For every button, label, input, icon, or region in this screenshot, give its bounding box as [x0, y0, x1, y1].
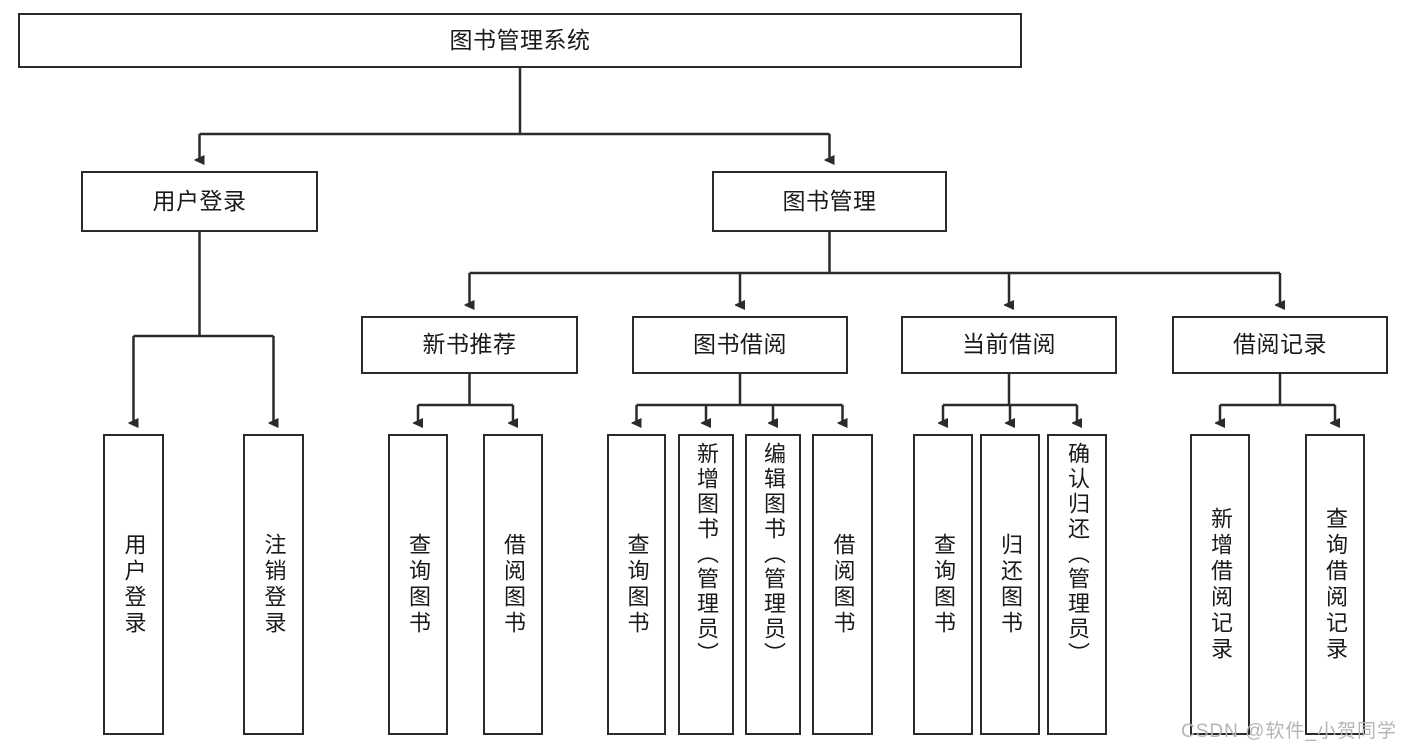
node-book-borrow[interactable]: 图书借阅 — [632, 316, 848, 374]
node-label: 当前借阅 — [962, 331, 1056, 358]
node-label: 用户登录 — [121, 532, 147, 637]
node-label: 新书推荐 — [422, 331, 517, 358]
node-leaf-borrow-book-1[interactable]: 借阅图书 — [483, 434, 543, 735]
node-label: 查询图书 — [624, 532, 650, 637]
node-leaf-edit-book[interactable]: 编辑图书（管理员） — [745, 434, 801, 735]
node-label: 新增图书（管理员） — [694, 442, 719, 667]
node-book-manage[interactable]: 图书管理 — [712, 171, 947, 232]
node-label: 图书管理 — [782, 187, 877, 214]
node-label: 注销登录 — [261, 532, 287, 637]
node-leaf-add-record[interactable]: 新增借阅记录 — [1190, 434, 1250, 735]
node-label: 图书管理系统 — [449, 26, 591, 53]
node-leaf-query-book-2[interactable]: 查询图书 — [607, 434, 666, 735]
node-current-borrow[interactable]: 当前借阅 — [901, 316, 1117, 374]
node-new-book-rec[interactable]: 新书推荐 — [361, 316, 578, 374]
node-label: 归还图书 — [998, 532, 1023, 637]
node-label: 新增借阅记录 — [1208, 506, 1233, 663]
node-leaf-user-logout[interactable]: 注销登录 — [243, 434, 304, 735]
node-label: 借阅图书 — [830, 532, 856, 637]
node-label: 借阅记录 — [1233, 331, 1327, 358]
node-leaf-confirm-return[interactable]: 确认归还（管理员） — [1047, 434, 1107, 735]
node-label: 查询图书 — [931, 532, 956, 637]
node-user-login[interactable]: 用户登录 — [81, 171, 318, 232]
node-label: 图书借阅 — [693, 331, 787, 358]
node-label: 借阅图书 — [501, 532, 526, 637]
node-label: 用户登录 — [152, 187, 247, 214]
node-label: 编辑图书（管理员） — [761, 442, 786, 667]
node-label: 查询图书 — [406, 532, 431, 637]
watermark-label: CSDN @软件_小贺同学 — [1181, 721, 1397, 742]
node-leaf-borrow-book-2[interactable]: 借阅图书 — [812, 434, 873, 735]
node-root[interactable]: 图书管理系统 — [18, 13, 1022, 68]
node-leaf-add-book[interactable]: 新增图书（管理员） — [678, 434, 734, 735]
node-label: 确认归还（管理员） — [1065, 442, 1090, 667]
node-borrow-record[interactable]: 借阅记录 — [1172, 316, 1388, 374]
node-leaf-user-login[interactable]: 用户登录 — [103, 434, 164, 735]
node-leaf-query-book-3[interactable]: 查询图书 — [913, 434, 973, 735]
node-leaf-return-book[interactable]: 归还图书 — [980, 434, 1040, 735]
node-leaf-query-record[interactable]: 查询借阅记录 — [1305, 434, 1365, 735]
node-label: 查询借阅记录 — [1323, 506, 1348, 663]
node-leaf-query-book-1[interactable]: 查询图书 — [388, 434, 448, 735]
